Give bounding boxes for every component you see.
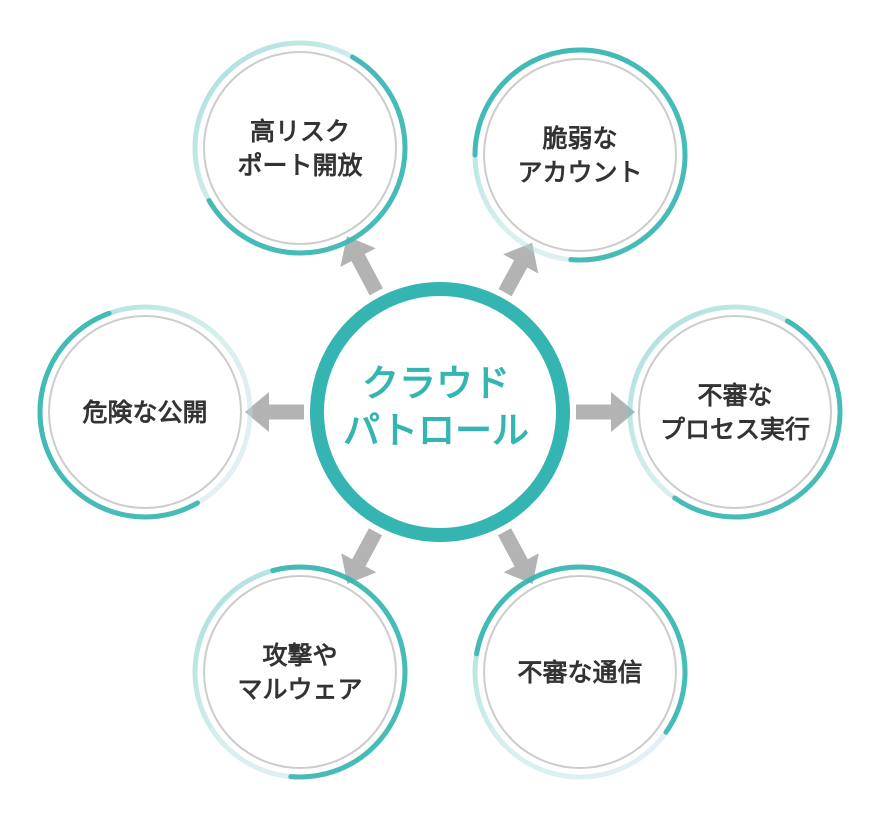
node-circle: [203, 51, 397, 245]
node-label-line-1: 不審な通信: [517, 658, 642, 687]
node-label-line-1: 不審な: [697, 381, 772, 410]
arrow-to-weak-account: [498, 242, 539, 297]
node-dangerous-exposure: 危険な公開: [37, 304, 253, 520]
node-accent-arc: [474, 564, 688, 735]
node-circle: [483, 58, 677, 252]
center-hub: クラウド パトロール: [310, 282, 570, 542]
node-suspicious-traffic: 不審な通信: [472, 564, 688, 780]
arrow-to-high-risk-port: [340, 236, 383, 296]
node-circle: [638, 315, 832, 509]
center-label-line-2: パトロール: [343, 409, 529, 452]
node-label-line-1: 危険な公開: [82, 398, 207, 427]
node-circle: [203, 575, 397, 769]
node-circle: [483, 575, 677, 769]
node-label-line-2: プロセス実行: [660, 415, 810, 444]
node-accent-arc: [206, 54, 408, 256]
node-accent-arc: [270, 564, 408, 780]
node-label-line-1: 脆弱な: [541, 124, 617, 153]
node-accent-arc: [472, 47, 688, 263]
node-label-line-2: アカウント: [517, 158, 642, 187]
arrow-to-attack-malware: [341, 528, 383, 584]
node-circle: [48, 315, 242, 509]
node-accent-arc: [37, 310, 200, 520]
arrow-to-suspicious-traffic: [497, 528, 539, 584]
arrow-to-dangerous-exposure: [245, 392, 304, 432]
arrows: [245, 236, 635, 584]
center-ring: [310, 282, 570, 542]
center-label-line-1: クラウド: [362, 362, 510, 405]
node-label-line-1: 高リスク: [250, 117, 350, 146]
satellite-nodes: 高リスクポート開放脆弱なアカウント不審なプロセス実行不審な通信攻撃やマルウェア危…: [37, 40, 843, 780]
node-label-line-2: マルウェア: [237, 675, 362, 704]
node-accent-arc: [672, 318, 843, 520]
node-label-line-1: 攻撃や: [262, 641, 337, 670]
node-label-line-2: ポート開放: [237, 151, 363, 180]
arrow-to-suspicious-process: [576, 392, 635, 432]
